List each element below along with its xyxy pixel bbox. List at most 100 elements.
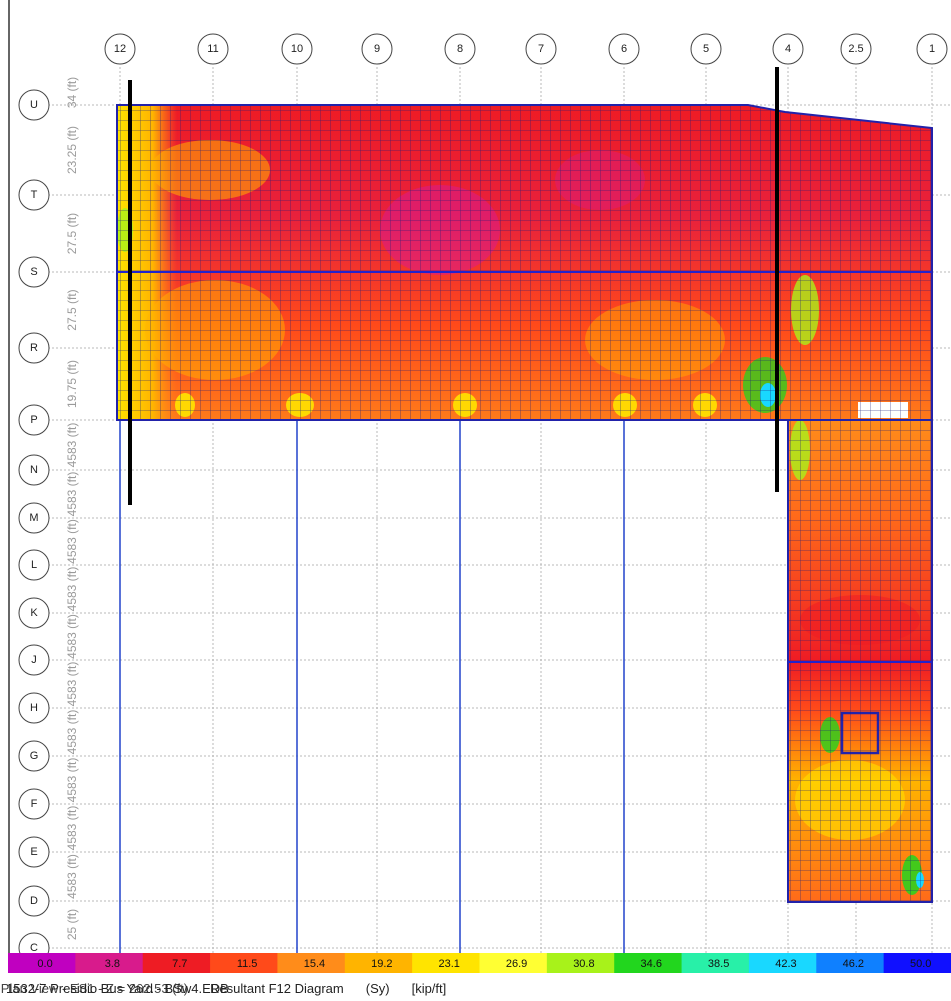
row-bubble-label: S: [30, 266, 37, 278]
upper-shell-contour: [116, 104, 933, 421]
row-bubble-M[interactable]: M: [18, 502, 50, 534]
column-bubble-circle: [104, 33, 136, 65]
lower-wing-contour: [787, 419, 933, 903]
row-bubble-label: T: [31, 189, 38, 201]
column-bubble-circle: [525, 33, 557, 65]
row-bubble-label: N: [30, 464, 38, 476]
legend-value-label: 42.3: [775, 958, 796, 970]
row-spacing-label: 4583 (ft): [65, 758, 79, 803]
legend-color-swatch: [412, 953, 480, 973]
column-bubble-label: 9: [374, 43, 380, 55]
row-bubble-E[interactable]: E: [18, 836, 50, 868]
legend-value-label: 34.6: [641, 958, 662, 970]
row-bubble-circle: [18, 885, 50, 917]
row-bubble-label: K: [30, 607, 38, 619]
column-bubble-label: 10: [291, 43, 303, 55]
row-bubbles: U T S R P N M L K JH G FED C: [18, 89, 50, 964]
row-spacing-label: 4583 (ft): [65, 662, 79, 707]
column-bubbles: 12 11 10 9 8 7 6 5 4 2.5 1: [104, 33, 948, 65]
row-spacing-label: 4583 (ft): [65, 854, 79, 899]
row-bubble-label: L: [31, 559, 37, 571]
row-bubble-circle: [18, 404, 50, 436]
row-bubble-label: P: [30, 414, 37, 426]
legend-color-swatch: [681, 953, 750, 973]
legend-value-label: 30.8: [573, 958, 594, 970]
row-bubble-K[interactable]: K: [18, 597, 50, 629]
row-spacing-label: 4583 (ft): [65, 614, 79, 659]
column-bubble-4[interactable]: 4: [772, 33, 804, 65]
row-bubble-circle: [18, 179, 50, 211]
legend-value-label: 38.5: [708, 958, 729, 970]
column-bubble-5[interactable]: 5: [690, 33, 722, 65]
status-units: [kip/ft]: [411, 981, 447, 996]
column-bubble-circle: [361, 33, 393, 65]
legend-value-label: 23.1: [438, 958, 459, 970]
column-bubble-11[interactable]: 11: [197, 33, 229, 65]
column-bubble-12[interactable]: 12: [104, 33, 136, 65]
column-bubble-circle: [772, 33, 804, 65]
column-bubble-2.5[interactable]: 2.5: [840, 33, 872, 65]
row-bubble-circle: [18, 597, 50, 629]
row-bubble-label: G: [30, 750, 39, 762]
legend-value-label: 7.7: [172, 958, 187, 970]
legend-value-label: 3.8: [105, 958, 120, 970]
column-bubble-label: 12: [114, 43, 126, 55]
legend-color-swatch: [546, 953, 615, 973]
row-spacing-label: 19.75 (ft): [65, 360, 79, 408]
row-bubble-circle: [18, 740, 50, 772]
column-bubble-7[interactable]: 7: [525, 33, 557, 65]
row-bubble-S[interactable]: S: [18, 256, 50, 288]
row-bubble-circle: [18, 788, 50, 820]
row-bubble-label: C: [30, 942, 38, 954]
legend-value-label: 15.4: [304, 958, 325, 970]
legend-color-swatch: [614, 953, 683, 973]
column-bubble-1[interactable]: 1: [916, 33, 948, 65]
legend-color-swatch: [75, 953, 144, 973]
row-spacing-label: 4583 (ft): [65, 519, 79, 564]
legend-value-label: 19.2: [371, 958, 392, 970]
column-bubble-circle: [690, 33, 722, 65]
row-spacing-label: 27.5 (ft): [65, 213, 79, 254]
row-spacing-label: 4583 (ft): [65, 423, 79, 468]
column-bubble-10[interactable]: 10: [281, 33, 313, 65]
column-bubble-circle: [444, 33, 476, 65]
row-bubble-circle: [18, 692, 50, 724]
legend-color-swatch: [8, 953, 76, 973]
row-bubble-G[interactable]: G: [18, 740, 50, 772]
column-bubble-label: 7: [538, 43, 544, 55]
status-model-name: 1532-7 Presidio Bus Yard - BSw4.EDB: [6, 981, 229, 996]
column-bubble-circle: [840, 33, 872, 65]
row-bubble-D[interactable]: D: [18, 885, 50, 917]
row-bubble-L[interactable]: L: [18, 549, 50, 581]
row-spacing-labels: 34 (ft)23.25 (ft)27.5 (ft)27.5 (ft)19.75…: [65, 77, 79, 940]
legend-color-swatch: [344, 953, 413, 973]
row-bubble-circle: [18, 256, 50, 288]
column-bubble-label: 8: [457, 43, 463, 55]
column-bubble-circle: [608, 33, 640, 65]
column-bubble-8[interactable]: 8: [444, 33, 476, 65]
row-bubble-J[interactable]: J: [18, 644, 50, 676]
row-bubble-P[interactable]: P: [18, 404, 50, 436]
row-bubble-H[interactable]: H: [18, 692, 50, 724]
row-bubble-R[interactable]: R: [18, 332, 50, 364]
row-bubble-circle: [18, 644, 50, 676]
column-bubble-label: 1: [929, 43, 935, 55]
legend-value-label: 46.2: [843, 958, 864, 970]
row-bubble-circle: [18, 549, 50, 581]
row-bubble-U[interactable]: U: [18, 89, 50, 121]
row-spacing-label: 4583 (ft): [65, 710, 79, 755]
row-spacing-label: 23.25 (ft): [65, 126, 79, 174]
column-bubble-6[interactable]: 6: [608, 33, 640, 65]
row-bubble-T[interactable]: T: [18, 179, 50, 211]
row-bubble-circle: [18, 502, 50, 534]
column-bubble-9[interactable]: 9: [361, 33, 393, 65]
legend-color-swatch: [748, 953, 817, 973]
legend-color-swatch: [210, 953, 278, 973]
legend-color-swatch: [883, 953, 951, 973]
row-bubble-label: U: [30, 99, 38, 111]
legend-color-swatch: [816, 953, 885, 973]
row-bubble-F[interactable]: F: [18, 788, 50, 820]
row-bubble-N[interactable]: N: [18, 454, 50, 486]
